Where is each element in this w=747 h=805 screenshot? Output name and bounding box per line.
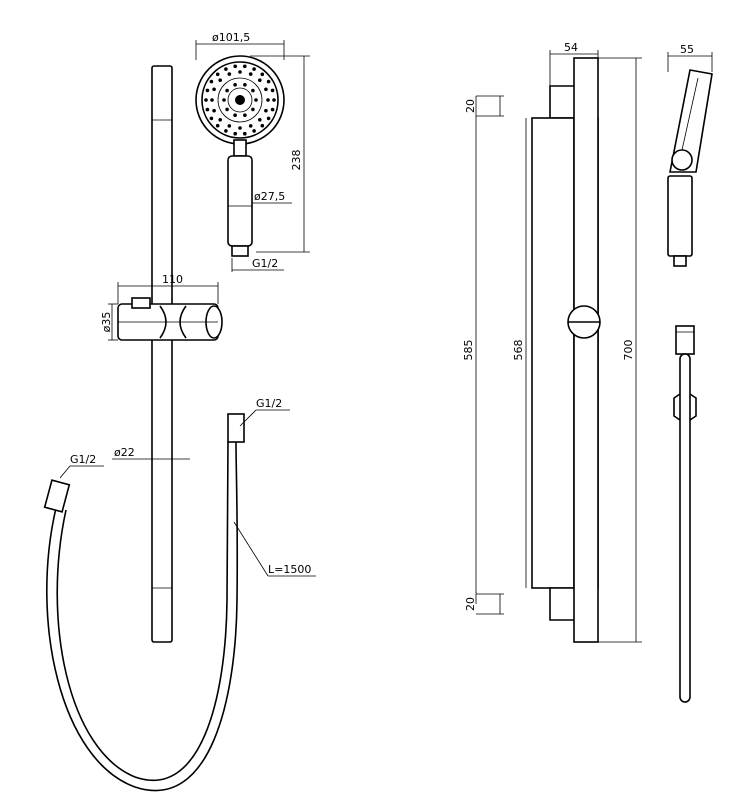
dim-hose-thread-right: G1/2 bbox=[256, 397, 282, 410]
nozzle-dot bbox=[212, 108, 216, 113]
nozzle-dot bbox=[260, 123, 265, 128]
nozzle-dot bbox=[258, 118, 262, 122]
nozzle-dot bbox=[243, 64, 247, 69]
rail-side-view bbox=[531, 57, 601, 643]
nozzle-dot bbox=[243, 131, 247, 136]
dim-end-cap-top: 20 bbox=[464, 99, 477, 113]
dim-holder-width: 110 bbox=[162, 273, 183, 286]
dim-rail-diameter: ø22 bbox=[114, 446, 135, 459]
slide-rail bbox=[151, 65, 173, 643]
nozzle-dot bbox=[225, 107, 229, 112]
nozzle-dot bbox=[225, 88, 229, 93]
dim-handle-diameter: ø27,5 bbox=[254, 190, 285, 203]
nozzle-dot bbox=[227, 72, 232, 76]
dim-head-depth: 55 bbox=[680, 43, 694, 56]
nozzle-dot bbox=[212, 87, 216, 92]
nozzle-dot bbox=[272, 98, 276, 102]
nozzle-dot bbox=[266, 116, 271, 121]
nozzle-dot bbox=[233, 113, 237, 117]
dim-rail-depth: 54 bbox=[564, 41, 578, 54]
nozzle-pattern bbox=[204, 64, 276, 136]
head-dimensions: ø101,5 238 ø27,5 G1/2 bbox=[195, 31, 310, 272]
hose-side-view bbox=[673, 325, 697, 703]
shower-head bbox=[195, 55, 285, 257]
rail-diameter-dimension: ø22 bbox=[112, 446, 190, 460]
nozzle-dot bbox=[270, 107, 275, 112]
nozzle-dot bbox=[224, 67, 228, 71]
head-side-view bbox=[667, 69, 713, 267]
hose-labels: G1/2 G1/2 L=1500 bbox=[59, 397, 316, 577]
nozzle-dot bbox=[204, 98, 208, 102]
nozzle-dot bbox=[218, 118, 222, 122]
nozzle-dot bbox=[254, 98, 258, 102]
nozzle-dot bbox=[233, 64, 237, 69]
nozzle-dot bbox=[251, 107, 255, 112]
nozzle-dot bbox=[251, 88, 255, 93]
nozzle-dot bbox=[224, 129, 228, 133]
nozzle-dot bbox=[252, 67, 256, 71]
nozzle-dot bbox=[215, 123, 220, 128]
nozzle-dot bbox=[222, 98, 226, 102]
dim-rail-length: 568 bbox=[512, 340, 525, 361]
nozzle-dot bbox=[248, 72, 253, 76]
nozzle-dot bbox=[264, 108, 268, 113]
dim-hose-length: L=1500 bbox=[268, 563, 311, 576]
nozzle-dot bbox=[233, 83, 237, 87]
nozzle-dot bbox=[210, 98, 214, 102]
nozzle-dot bbox=[270, 88, 275, 93]
dim-holder-diameter: ø35 bbox=[100, 312, 113, 333]
dim-mount-span: 585 bbox=[462, 340, 475, 361]
holder-dimensions: 110 ø35 bbox=[100, 273, 219, 341]
dim-head-height: 238 bbox=[290, 150, 303, 171]
nozzle-dot bbox=[264, 87, 268, 92]
nozzle-dot bbox=[252, 129, 256, 133]
nozzle-dot bbox=[266, 79, 271, 84]
rail-holder bbox=[117, 297, 223, 341]
dim-head-thread: G1/2 bbox=[252, 257, 278, 270]
dim-hose-thread-left: G1/2 bbox=[70, 453, 96, 466]
nozzle-dot bbox=[266, 98, 270, 102]
nozzle-dot bbox=[218, 78, 222, 82]
nozzle-dot bbox=[233, 131, 237, 136]
nozzle-dot bbox=[260, 72, 265, 77]
nozzle-dot bbox=[243, 113, 247, 117]
nozzle-dot bbox=[238, 70, 242, 74]
nozzle-dot bbox=[243, 83, 247, 87]
nozzle-dot bbox=[209, 116, 214, 121]
shower-hose bbox=[43, 413, 245, 792]
nozzle-dot bbox=[248, 124, 253, 128]
dim-end-cap-bottom: 20 bbox=[464, 597, 477, 611]
nozzle-dot bbox=[227, 124, 232, 128]
dim-head-diameter: ø101,5 bbox=[212, 31, 250, 44]
dim-total-length: 700 bbox=[622, 340, 635, 361]
nozzle-dot bbox=[238, 126, 242, 130]
nozzle-dot bbox=[205, 88, 210, 93]
nozzle-dot bbox=[215, 72, 220, 77]
nozzle-dot bbox=[205, 107, 210, 112]
side-view-dimensions: 54 700 568 585 20 20 bbox=[462, 41, 642, 643]
nozzle-dot bbox=[209, 79, 214, 84]
head-depth-dimension: 55 bbox=[667, 43, 713, 72]
nozzle-dot bbox=[258, 78, 262, 82]
